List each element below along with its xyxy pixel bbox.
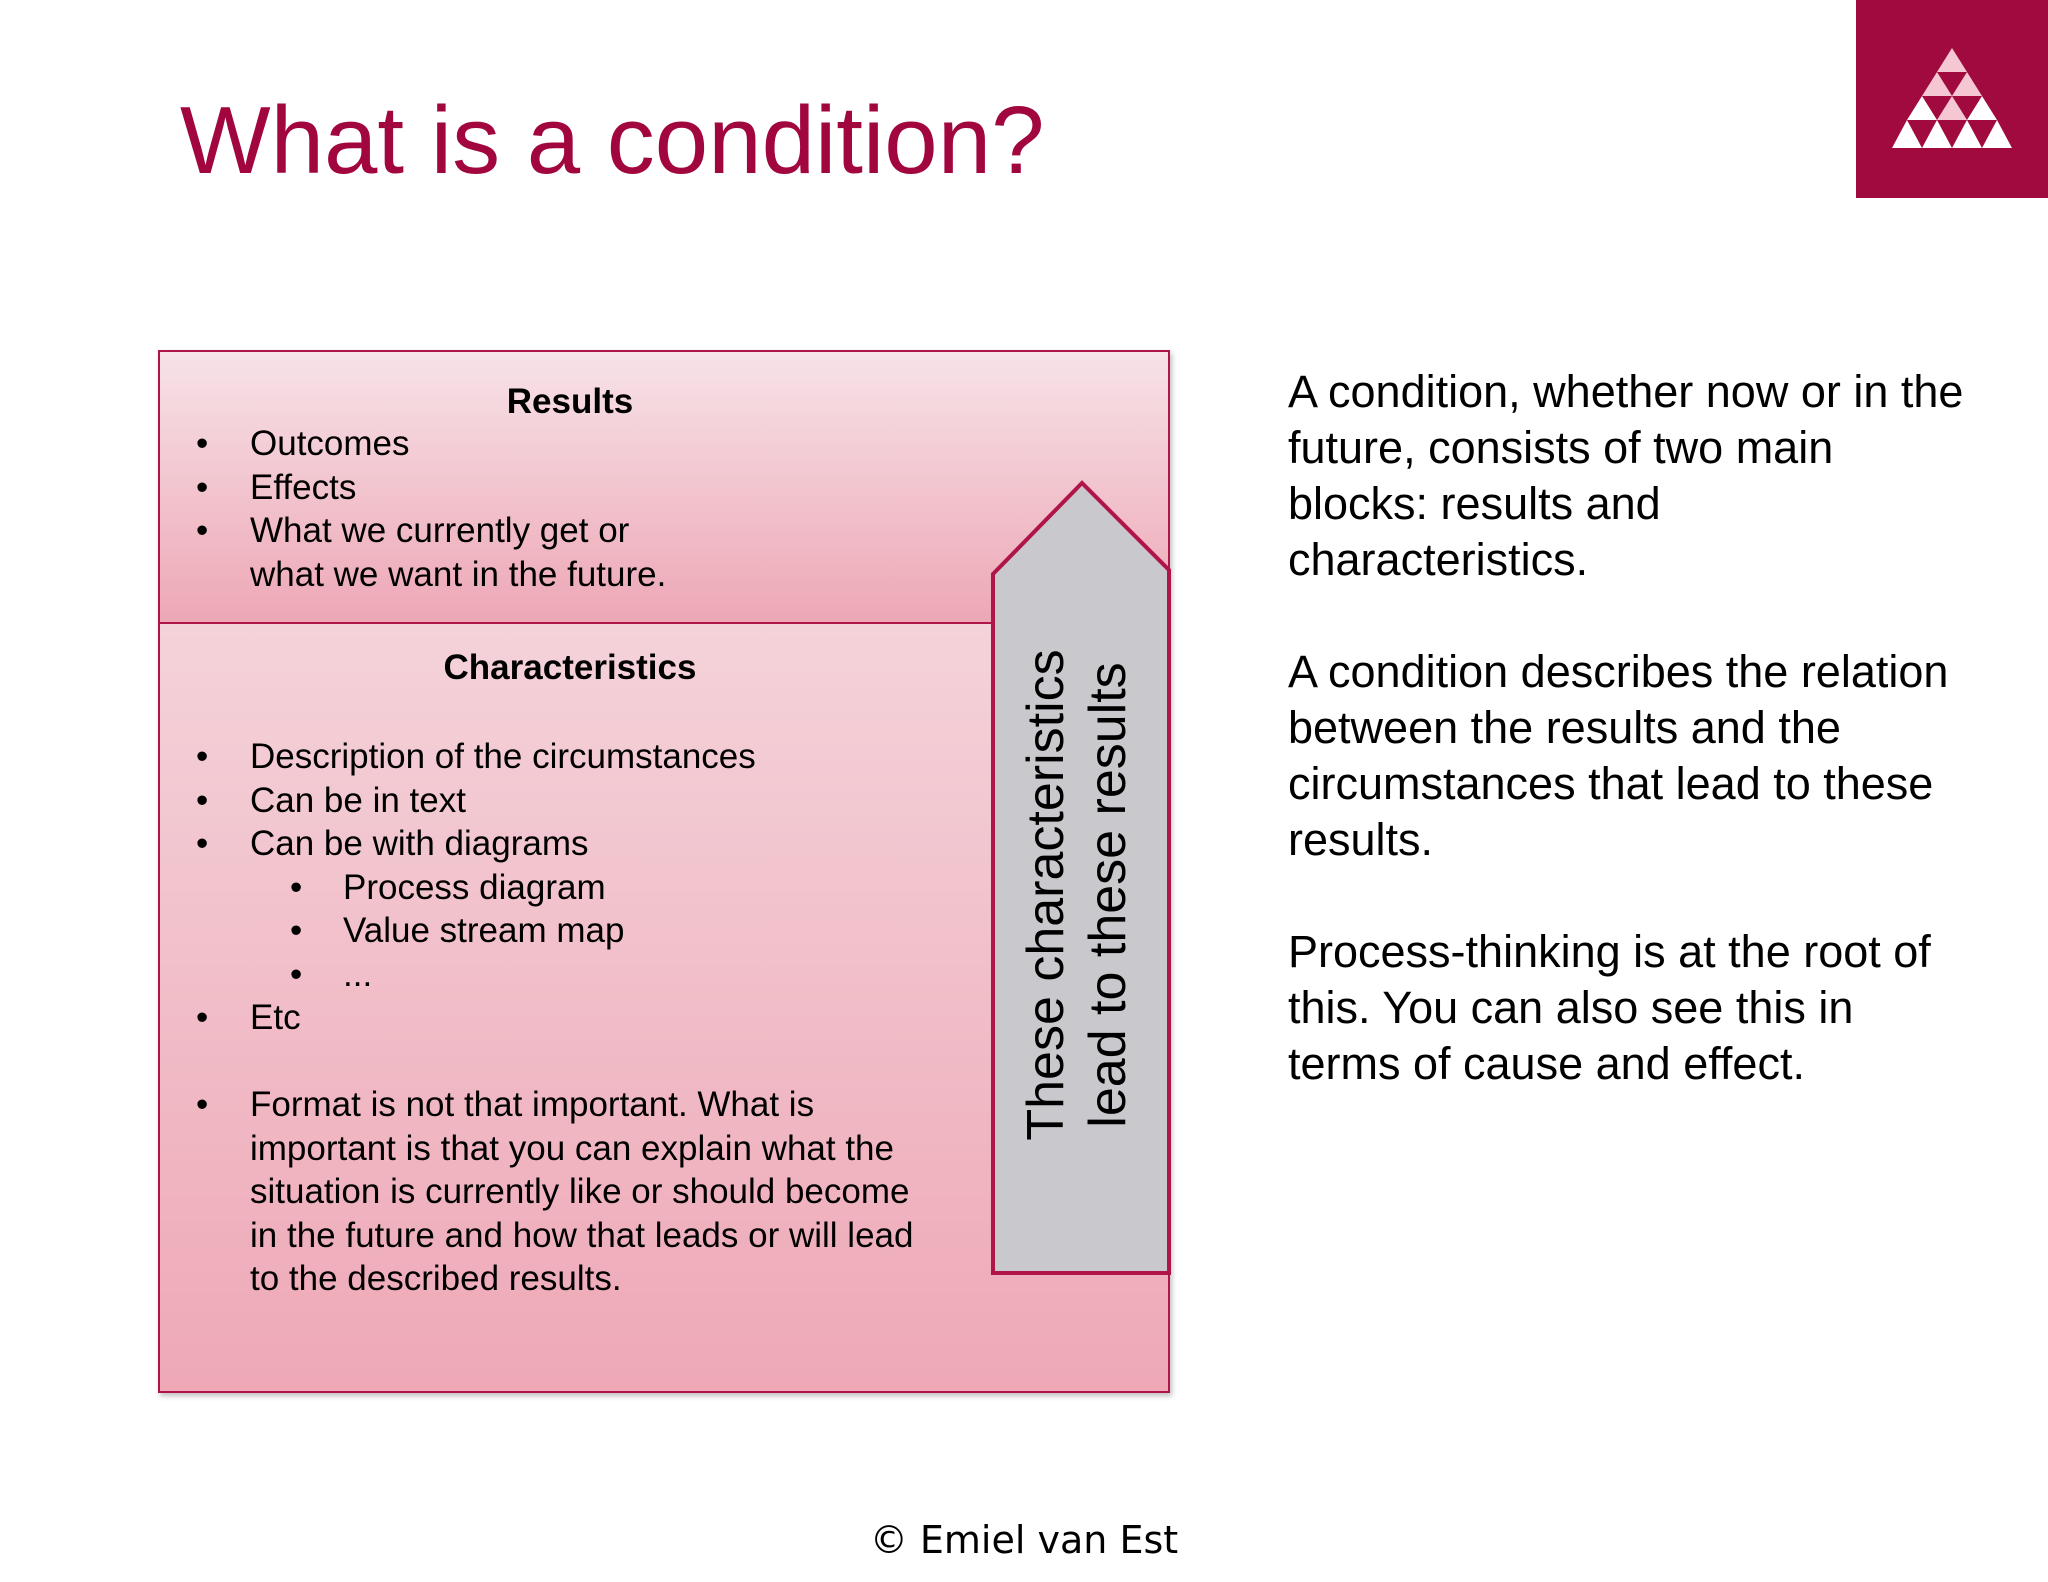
results-list: Outcomes Effects What we currently get o… bbox=[160, 422, 666, 596]
slide-title: What is a condition? bbox=[180, 87, 1045, 194]
list-item: What we currently get or bbox=[160, 509, 666, 553]
explanation-paragraph: A condition describes the relation betwe… bbox=[1288, 646, 1949, 865]
list-item: Effects bbox=[160, 466, 666, 510]
results-heading: Results bbox=[506, 382, 634, 421]
arrow-label-line-2: lead to these results bbox=[1079, 662, 1137, 1128]
list-item: Can be in text bbox=[160, 779, 913, 823]
list-item-continuation: situation is currently like or should be… bbox=[250, 1172, 910, 1211]
copyright-footer: © Emiel van Est bbox=[869, 1518, 1179, 1562]
list-item-continuation: in the future and how that leads or will… bbox=[250, 1215, 914, 1255]
list-item: Description of the circumstances bbox=[160, 735, 913, 779]
triangle-of-triangles-icon bbox=[1892, 48, 2012, 148]
list-item: Value stream map bbox=[160, 909, 913, 953]
list-item: Process diagram bbox=[160, 866, 913, 910]
explanation-paragraph: A condition, whether now or in the futur… bbox=[1288, 366, 1964, 585]
logo bbox=[1856, 0, 2048, 198]
arrow-label: These characteristics lead to these resu… bbox=[1015, 615, 1155, 1175]
list-item-continuation: to the described results. bbox=[250, 1259, 622, 1298]
list-item-continuation: what we want in the future. bbox=[250, 554, 667, 594]
explanation-text: A condition, whether now or in the futur… bbox=[1288, 364, 1968, 1148]
list-item-continuation: important is that you can explain what t… bbox=[250, 1128, 894, 1168]
list-item: Format is not that important. What is bbox=[160, 1083, 913, 1127]
list-item: Outcomes bbox=[160, 422, 666, 466]
characteristics-list: Description of the circumstances Can be … bbox=[160, 735, 913, 1301]
characteristics-heading: Characteristics bbox=[443, 648, 697, 687]
arrow-label-line-1: These characteristics bbox=[1017, 649, 1075, 1141]
results-block: Results Outcomes Effects What we current… bbox=[160, 352, 1168, 624]
explanation-paragraph: Process-thinking is at the root of this.… bbox=[1288, 926, 1931, 1089]
list-item: Etc bbox=[160, 996, 913, 1040]
list-item: Can be with diagrams bbox=[160, 822, 913, 866]
list-item: ... bbox=[160, 953, 913, 997]
up-arrow-shape bbox=[991, 480, 1171, 1275]
